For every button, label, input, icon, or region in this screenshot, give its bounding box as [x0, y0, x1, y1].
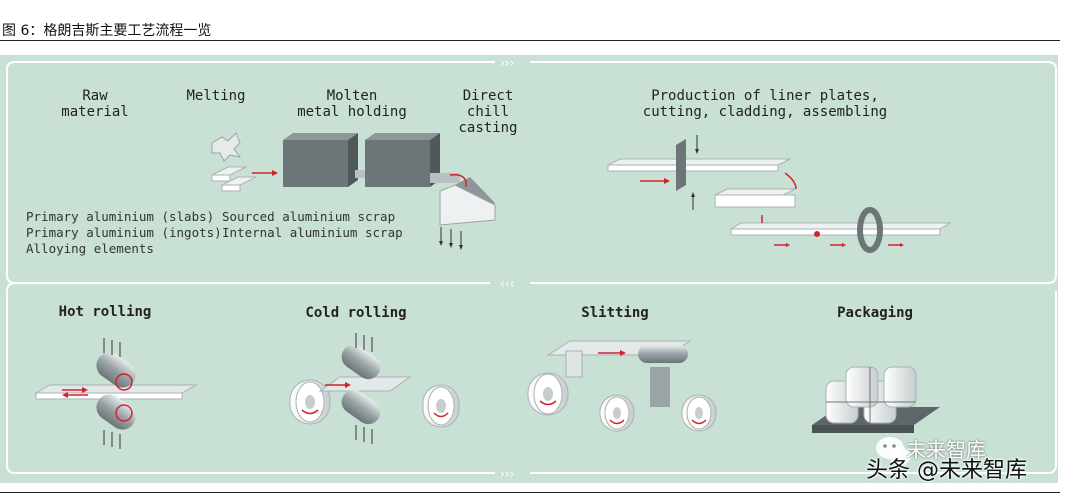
- stage-label-slitting: Slitting: [581, 305, 649, 321]
- note-primary-materials: Primary aluminium (slabs) Primary alumin…: [26, 209, 222, 256]
- liner-production-illustration: [607, 135, 952, 253]
- melting-illustration: [211, 132, 278, 192]
- stage-label-raw-material: Raw material: [61, 88, 129, 120]
- hot-rolling-illustration: [34, 338, 198, 449]
- watermark-sub: 未来智库: [906, 438, 986, 462]
- caption-rule: [0, 40, 1060, 41]
- wechat-icon: [876, 437, 911, 465]
- process-diagram: ››› ‹‹‹ ›››: [6, 56, 1057, 481]
- watermark-main: 头条 @未来智库: [866, 458, 1027, 483]
- stage-label-hot-rolling: Hot rolling: [58, 304, 152, 320]
- bottom-rule: [0, 492, 1060, 493]
- stage-label-melting: Melting: [186, 88, 246, 104]
- note-scrap-sources: Sourced aluminium scrap Internal alumini…: [222, 209, 403, 240]
- flow-lines: [6, 61, 1057, 474]
- stage-label-packaging: Packaging: [837, 305, 913, 321]
- figure-caption: 图 6：格朗吉斯主要工艺流程一览: [2, 23, 212, 39]
- stage-label-liner-production: Production of liner plates, cutting, cla…: [642, 88, 888, 120]
- cold-rolling-illustration: [289, 333, 460, 444]
- stage-label-molten-holding: Molten metal holding: [297, 88, 407, 120]
- flow-marker-top: ›››: [500, 56, 514, 70]
- furnace-illustration: [283, 133, 440, 187]
- flow-marker-middle: ‹‹‹: [500, 277, 514, 291]
- packaging-illustration: [812, 366, 940, 433]
- casting-illustration: [430, 173, 496, 250]
- stage-label-cold-rolling: Cold rolling: [305, 305, 407, 321]
- slitting-illustration: [527, 340, 717, 432]
- stage-label-direct-chill-casting: Direct chill casting: [458, 88, 518, 136]
- flow-marker-bottom: ›››: [500, 467, 514, 481]
